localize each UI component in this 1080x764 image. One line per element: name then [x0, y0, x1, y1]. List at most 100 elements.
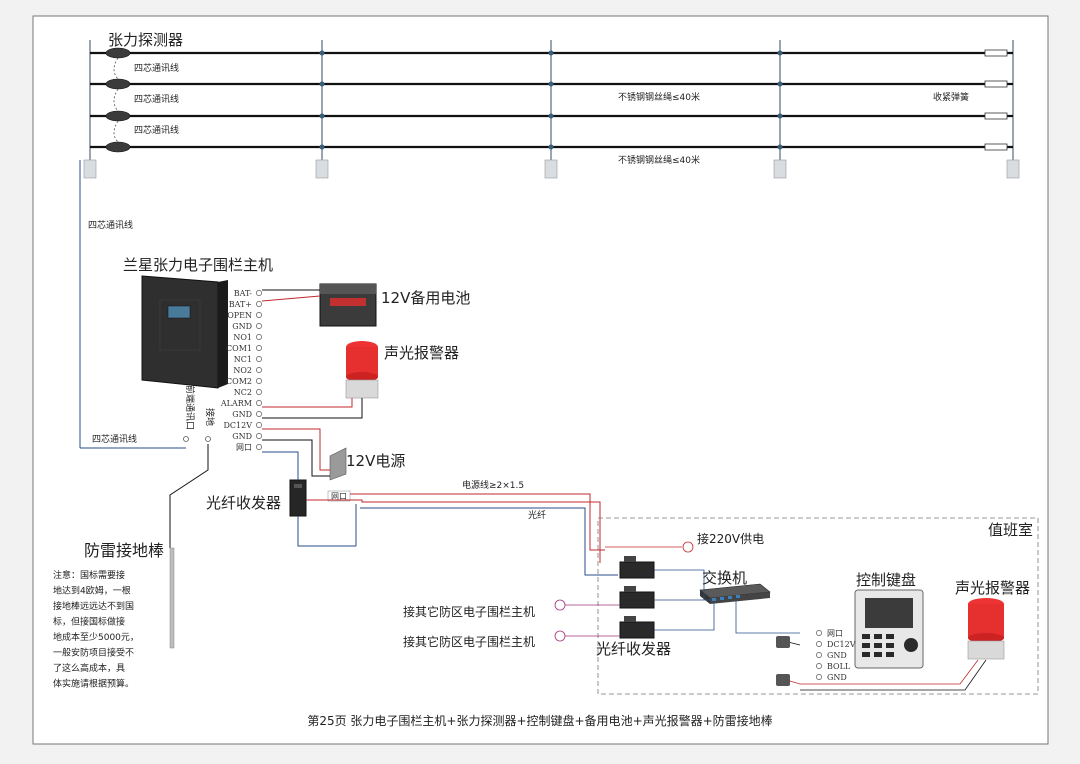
keypad-adapters [776, 636, 790, 686]
ground-note-line: 地达到4欧姆，一根 [53, 585, 131, 597]
fiber-transceiver-2-label: 光纤收发器 [596, 640, 671, 658]
host-terminal-label: OPEN [227, 311, 252, 320]
power-supply-label: 12V电源 [346, 452, 405, 470]
fence-to-host-cable [79, 160, 186, 449]
lightning-rod-image [169, 547, 175, 649]
network-link-field [262, 451, 299, 480]
dc-power-wiring [262, 428, 330, 477]
host-terminal-label: DC12V [224, 421, 253, 430]
host-terminal-label: NC1 [234, 355, 252, 364]
keypad-terminal-screw [816, 652, 822, 658]
ground-wiring [169, 444, 209, 548]
alarm-1-wiring [262, 398, 363, 419]
fiber-cable [297, 504, 618, 576]
host-terminal-screw [256, 422, 262, 428]
keypad-terminal-label: DC12V [827, 640, 856, 649]
ground-note-line: 注意：国标需要接 [53, 569, 125, 581]
ground-note-line: 标，但接国标做接 [53, 616, 125, 628]
alarm-image-2 [967, 598, 1005, 660]
battery-image [319, 283, 377, 327]
keypad-terminal-label: 网口 [827, 629, 843, 638]
control-keypad-image [854, 589, 924, 669]
host-terminal-label: NC2 [234, 388, 252, 397]
host-terminal-label: NO2 [233, 366, 252, 375]
host-terminal-label: NO1 [233, 333, 252, 342]
host-terminal-screw [256, 301, 262, 307]
host-terminal-screw [256, 444, 262, 450]
host-terminal-label: COM1 [226, 344, 252, 353]
ground-note: 注意：国标需要接地达到4欧姆，一根接地棒远远达不到国标，但接国标做接地成本至少5… [53, 569, 139, 690]
cable-label-bottom: 四芯通讯线 [92, 433, 137, 445]
port-tag: 网口 [331, 492, 347, 501]
alarm-image-1 [345, 341, 379, 399]
keypad-terminal-screw [816, 630, 822, 636]
ground-note-line: 接地棒远远达不到国 [53, 600, 134, 612]
host-terminal-screw [256, 433, 262, 439]
other-zone-label-2: 接其它防区电子围栏主机 [403, 634, 535, 649]
host-terminal-label: COM2 [226, 377, 252, 386]
fiber-label: 光纤 [528, 509, 546, 521]
steel-wire-label-1: 不锈钢钢丝绳≤40米 [618, 91, 700, 103]
control-keypad-label: 控制键盘 [856, 571, 916, 589]
host-terminal-label: BAT+ [229, 300, 252, 309]
host-terminal-label: GND [232, 410, 252, 419]
keypad-terminal-block: 网口 DC12V GND BOLL GND [816, 629, 856, 682]
host-terminal-screw [256, 334, 262, 340]
battery-wiring [261, 289, 321, 302]
host-ground-label: 接地 [204, 408, 216, 426]
ground-note-line: 地成本至少5000元， [53, 631, 139, 643]
host-terminal-screw [256, 367, 262, 373]
host-terminal-screw [256, 411, 262, 417]
host-terminal-label: 网口 [236, 443, 252, 452]
host-terminal-screw [256, 323, 262, 329]
fiber-transceiver-1-image [289, 479, 307, 517]
keypad-terminal-screw [816, 674, 822, 680]
host-terminal-screw [256, 290, 262, 296]
cable-label-vertical: 四芯通讯线 [88, 219, 133, 231]
duty-room-label: 值班室 [988, 521, 1033, 539]
host-terminal-screw [256, 345, 262, 351]
ground-note-line: 了这么高成本，具 [53, 662, 125, 674]
switch-image [699, 583, 771, 604]
host-terminal-label: BAT- [234, 289, 253, 298]
steel-wire-label-2: 不锈钢钢丝绳≤40米 [618, 154, 700, 166]
tension-spring-label: 收紧弹簧 [933, 91, 969, 103]
keypad-terminal-label: GND [827, 651, 847, 660]
switch-links [654, 569, 800, 634]
host-terminal-label: GND [232, 432, 252, 441]
host-unit [141, 275, 228, 389]
host-terminal-screw [256, 389, 262, 395]
host-terminal-screw [256, 356, 262, 362]
other-zone-label-1: 接其它防区电子围栏主机 [403, 604, 535, 619]
lightning-rod-label: 防雷接地棒 [84, 541, 164, 560]
other-zone-wiring [554, 599, 620, 642]
host-comm-port-label: 前端通讯口 [184, 385, 196, 430]
backup-battery-label: 12V备用电池 [381, 289, 470, 307]
cable-label-3: 四芯通讯线 [134, 124, 179, 136]
host-terminal-label: GND [232, 322, 252, 331]
mains-power-wiring [605, 541, 694, 553]
power-supply-image [329, 447, 347, 481]
host-terminal-screw [256, 400, 262, 406]
host-title: 兰星张力电子围栏主机 [123, 256, 273, 274]
keypad-terminal-label: GND [827, 673, 847, 682]
keypad-terminal-label: BOLL [827, 662, 851, 671]
room-transceivers [619, 556, 655, 639]
alarm-1-label: 声光报警器 [384, 344, 459, 362]
mains-power-label: 接220V供电 [697, 531, 764, 546]
host-terminal-screw [256, 378, 262, 384]
page-caption: 第25页 张力电子围栏主机+张力探测器+控制键盘+备用电池+声光报警器+防雷接地… [307, 713, 772, 728]
tension-detector-label: 张力探测器 [108, 31, 183, 49]
cable-label-1: 四芯通讯线 [134, 62, 179, 74]
host-terminal-block: BAT-BAT+OPENGNDNO1COM1NC1NO2COM2NC2ALARM… [220, 289, 262, 452]
long-power-cable [306, 493, 605, 563]
host-terminal-screw [256, 312, 262, 318]
fence [83, 40, 1020, 179]
cable-label-2: 四芯通讯线 [134, 93, 179, 105]
fiber-transceiver-1-label: 光纤收发器 [206, 494, 281, 512]
switch-label: 交换机 [702, 569, 747, 587]
duty-room-box [597, 517, 1039, 695]
power-cable-label: 电源线≥2×1.5 [462, 479, 524, 491]
keypad-terminal-screw [816, 641, 822, 647]
